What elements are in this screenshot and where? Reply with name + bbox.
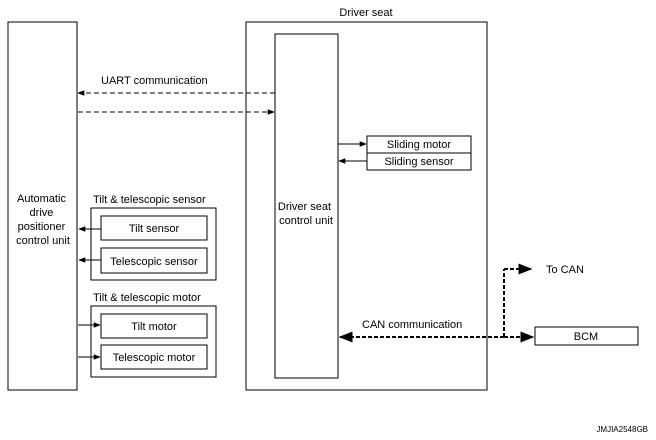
figure-id: JMJIA2548GB bbox=[596, 425, 648, 434]
to-can-label: To CAN bbox=[546, 264, 584, 276]
tilt-telescopic-sensor-title: Tilt & telescopic sensor bbox=[93, 194, 206, 206]
dscu-label-line-1: Driver seat bbox=[278, 201, 331, 213]
driver-seat-control-unit-box bbox=[274, 33, 339, 379]
sliding-motor-label: Sliding motor bbox=[387, 139, 452, 151]
adp-label-line-2: drive bbox=[30, 207, 54, 219]
dscu-label-line-2: control unit bbox=[279, 215, 333, 227]
telescopic-motor-label: Telescopic motor bbox=[113, 352, 196, 364]
tilt-sensor-box bbox=[100, 215, 208, 241]
driver-seat-title: Driver seat bbox=[339, 7, 392, 19]
telescopic-sensor-label: Telescopic sensor bbox=[110, 256, 198, 268]
tilt-telescopic-sensor-group-box bbox=[90, 207, 217, 281]
bcm-box bbox=[534, 326, 639, 346]
adp-label-line-1: Automatic bbox=[17, 193, 66, 205]
can-communication-label: CAN communication bbox=[362, 319, 462, 331]
tilt-telescopic-motor-title: Tilt & telescopic motor bbox=[93, 292, 201, 304]
telescopic-motor-box bbox=[100, 344, 208, 370]
driver-seat-control-unit-label: Driver seat control unit bbox=[278, 201, 334, 227]
tilt-motor-box bbox=[100, 313, 208, 339]
uart-communication-label: UART communication bbox=[101, 75, 208, 87]
bcm-label: BCM bbox=[574, 331, 598, 343]
tilt-motor-label: Tilt motor bbox=[131, 321, 177, 333]
adp-control-unit-label: Automatic drive positioner control unit bbox=[16, 193, 70, 247]
adp-label-line-3: positioner bbox=[18, 221, 66, 233]
adp-control-unit-box bbox=[7, 21, 78, 391]
sliding-sensor-label: Sliding sensor bbox=[384, 156, 453, 168]
tilt-sensor-label: Tilt sensor bbox=[129, 223, 180, 235]
tilt-telescopic-motor-group-box bbox=[90, 305, 217, 378]
driver-seat-box bbox=[245, 21, 488, 391]
adp-label-line-4: control unit bbox=[16, 235, 70, 247]
